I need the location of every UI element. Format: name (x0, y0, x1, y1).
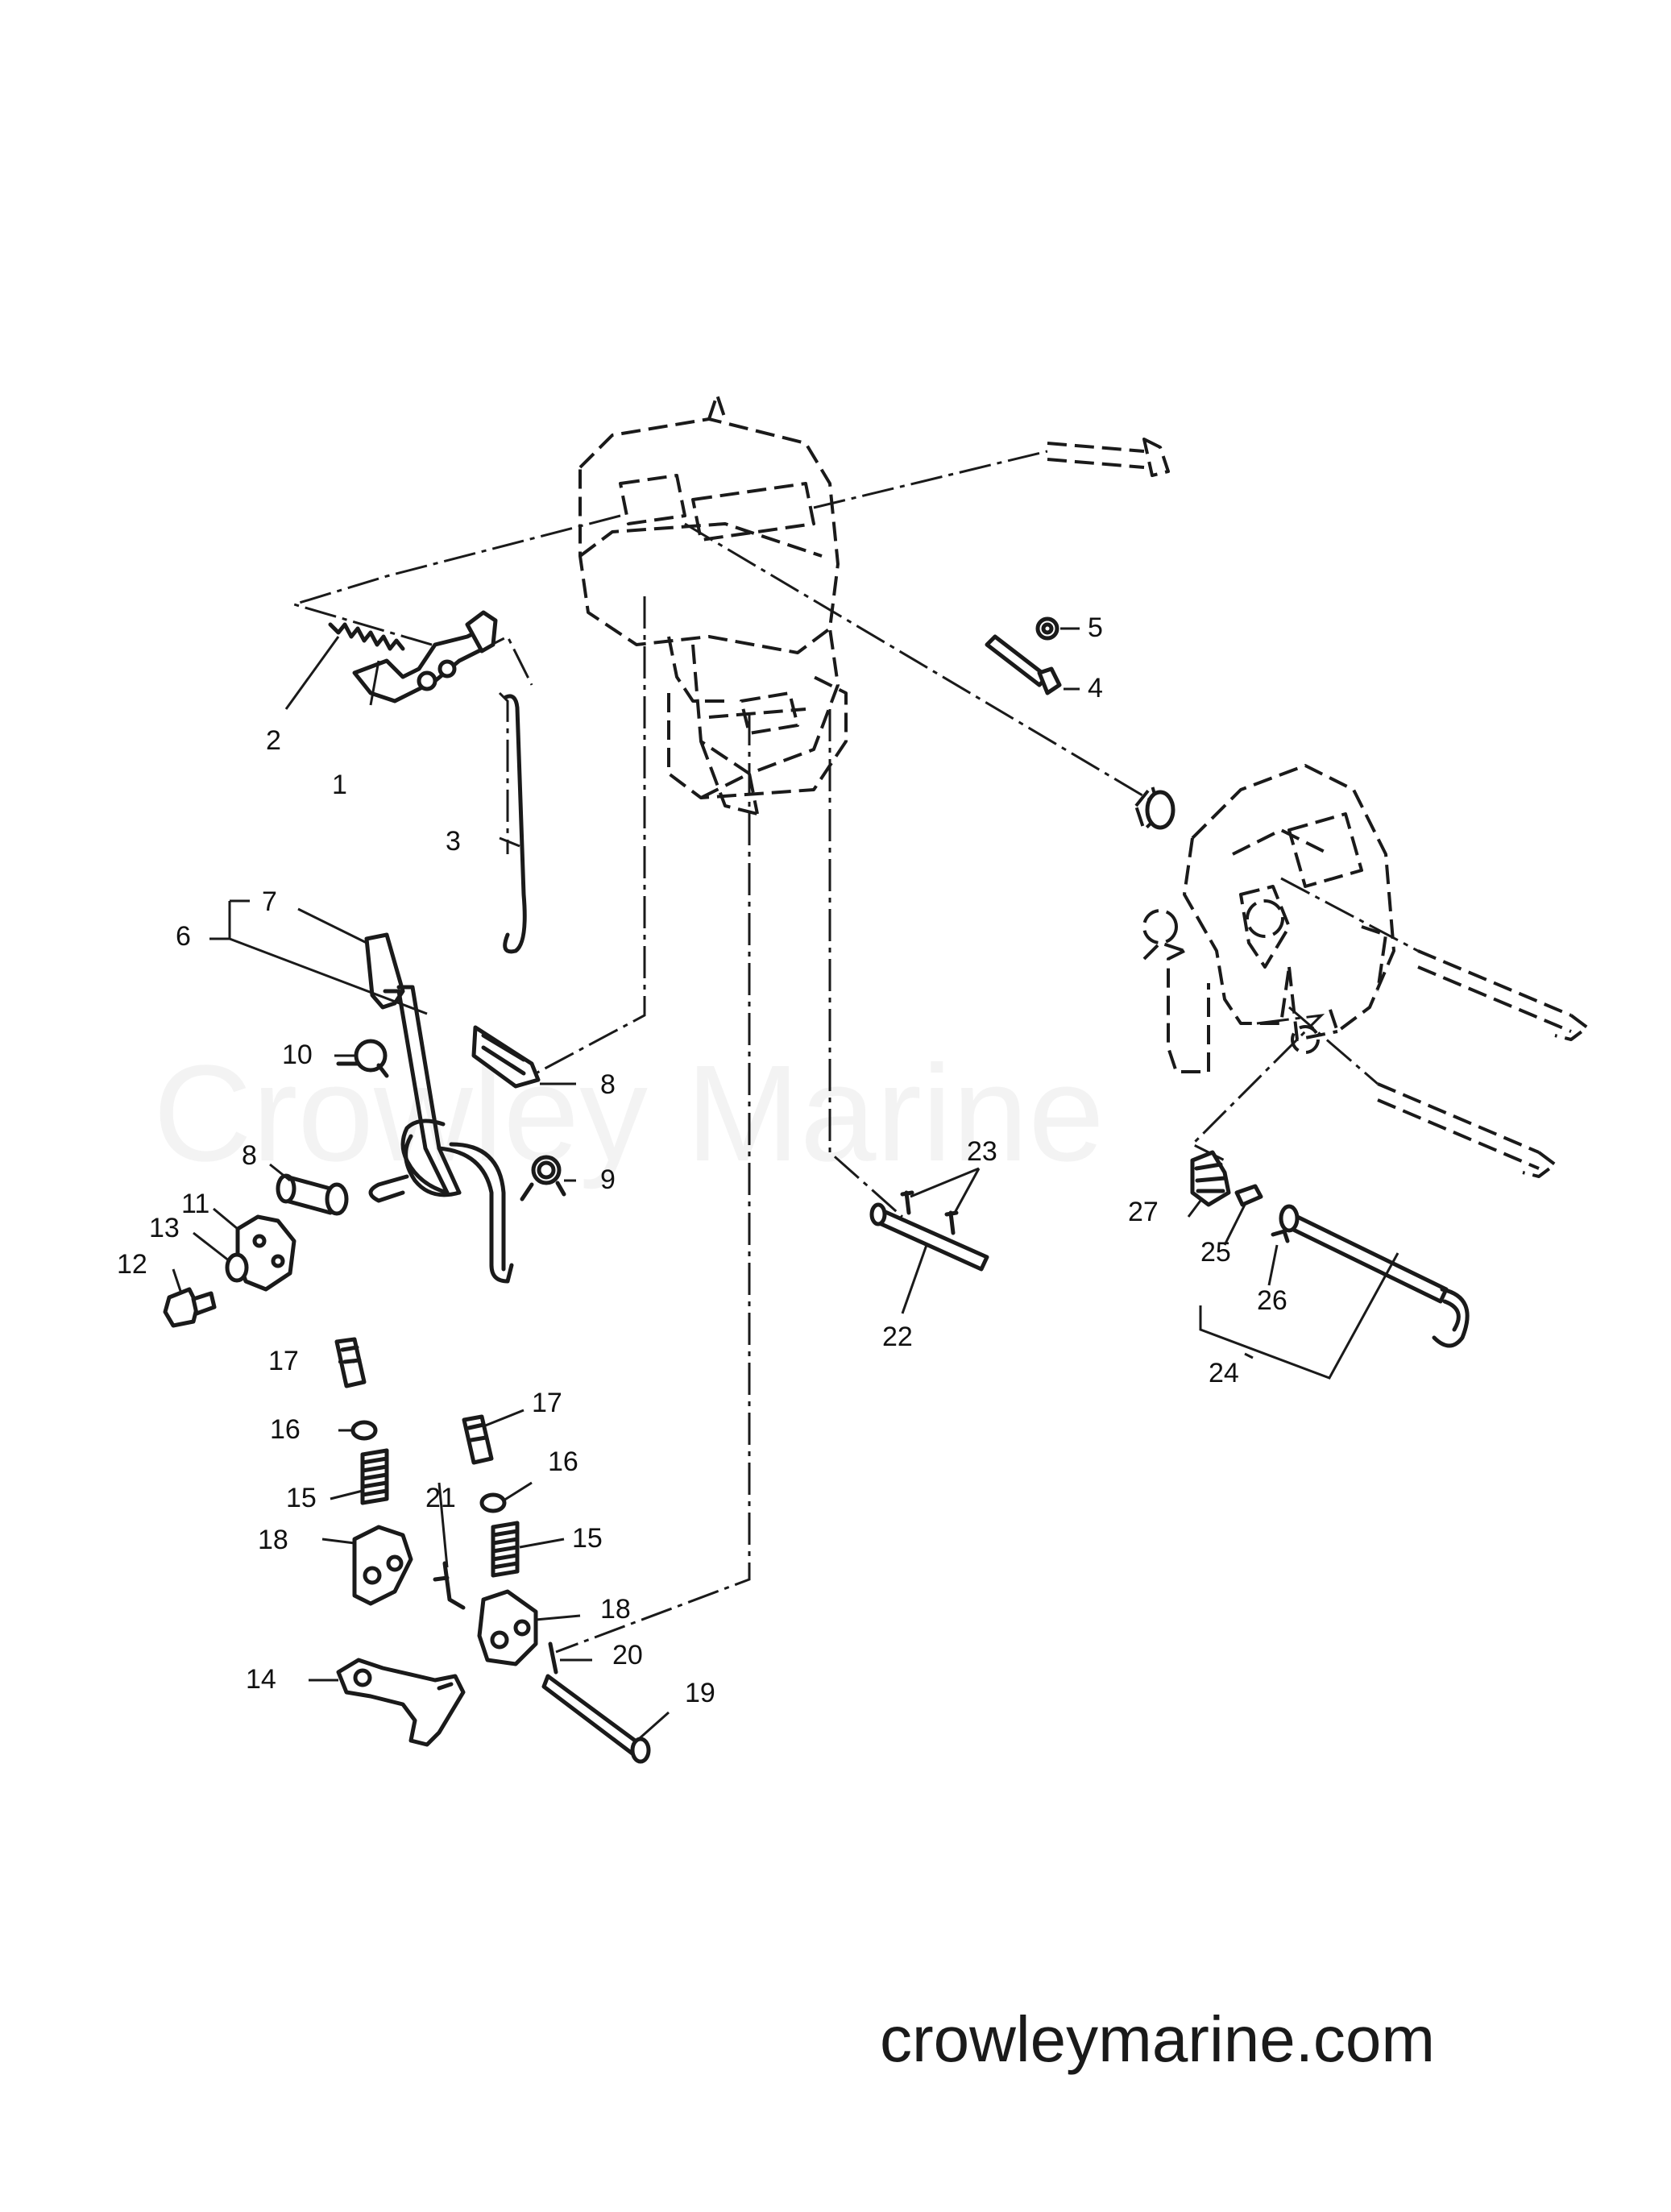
callout-26: 26 (1257, 1285, 1287, 1316)
callout-5: 5 (1088, 612, 1103, 643)
callout-12: 12 (117, 1249, 147, 1280)
part-4-bolt (985, 634, 1062, 695)
part-16-washer-right (479, 1492, 507, 1513)
part-25-key (1234, 1184, 1263, 1207)
part-14-arm (336, 1658, 466, 1747)
callout-2: 2 (266, 725, 281, 756)
callout-21: 21 (425, 1483, 456, 1513)
callout-9: 9 (600, 1164, 616, 1195)
tilt-tube-axis (684, 522, 1161, 807)
callout-22: 22 (882, 1322, 913, 1352)
callout-15-left: 15 (286, 1483, 317, 1513)
part-2-spring (328, 622, 405, 651)
part-15-spring-right (491, 1521, 520, 1578)
website-label: crowleymarine.com (880, 2003, 1435, 2075)
callout-17-right: 17 (532, 1388, 562, 1418)
callout-10: 10 (282, 1040, 313, 1070)
callout-8-lower: 8 (242, 1140, 257, 1171)
callout-18-left: 18 (258, 1525, 288, 1555)
part-26-pin (1271, 1229, 1290, 1243)
part-20-pin (548, 1641, 558, 1675)
callout-13: 13 (149, 1213, 180, 1243)
part-15-spring-left (360, 1448, 389, 1505)
part-6-shift-lever (364, 932, 514, 1284)
callout-24: 24 (1209, 1358, 1239, 1388)
callout-14: 14 (246, 1664, 276, 1695)
callout-27: 27 (1128, 1197, 1159, 1227)
part-22-shaft (869, 1202, 989, 1272)
part-16-washer-left (350, 1420, 378, 1441)
part-18-lever-left (352, 1525, 413, 1606)
callout-16-right: 16 (548, 1446, 578, 1477)
callout-1: 1 (332, 770, 347, 800)
part-8-bushing-upper (471, 1025, 541, 1089)
callout-25: 25 (1200, 1237, 1231, 1268)
callout-leaders (172, 627, 1399, 1746)
swivel-bracket-phantom (578, 393, 848, 815)
washer-clamp (1145, 790, 1176, 830)
part-9-spring (520, 1155, 566, 1201)
callout-7: 7 (262, 886, 277, 917)
callout-19: 19 (685, 1678, 715, 1708)
part-23-pins (900, 1190, 959, 1235)
callout-18-right: 18 (600, 1594, 631, 1625)
part-24-shaft (1279, 1204, 1470, 1348)
part-19-shaft (541, 1674, 651, 1764)
part-5-nut (1035, 616, 1059, 641)
part-12-bolt (163, 1287, 217, 1328)
part-17-cap-right (462, 1414, 494, 1465)
part-1-lever (352, 610, 498, 703)
callout-16-left: 16 (270, 1414, 301, 1445)
callout-20: 20 (612, 1640, 643, 1670)
callout-11: 11 (181, 1189, 209, 1219)
watermark: Crowley Marine (153, 1037, 1105, 1190)
part-21-pin (433, 1561, 466, 1610)
part-27-boot (1190, 1150, 1231, 1207)
callout-4: 4 (1088, 673, 1103, 703)
callout-17-left: 17 (268, 1346, 299, 1376)
part-8-bushing-lower (276, 1173, 349, 1216)
bolt-phantom (1047, 438, 1589, 1178)
callout-15-right: 15 (572, 1523, 603, 1554)
part-10-clip (336, 1039, 389, 1078)
callout-3: 3 (446, 826, 461, 857)
part-3-rod (503, 694, 527, 954)
callout-labels: 1 2 3 4 5 6 7 8 8 9 10 11 12 13 14 15 15… (117, 612, 1287, 1708)
callout-6: 6 (176, 921, 191, 952)
part-13-washer (225, 1252, 249, 1283)
callout-23: 23 (967, 1136, 997, 1167)
clamp-bracket-phantom (1134, 764, 1395, 1073)
part-18-lever-right (477, 1589, 538, 1666)
callout-8-upper: 8 (600, 1069, 616, 1100)
part-11-plate (235, 1214, 296, 1292)
